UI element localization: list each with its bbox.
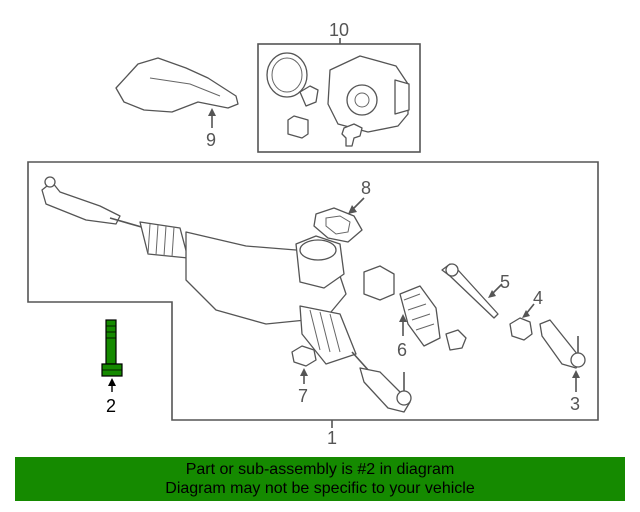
arrow-6 <box>399 314 407 322</box>
leader-5 <box>491 283 503 295</box>
callout-3[interactable]: 3 <box>570 394 580 414</box>
right-boot-ribs <box>309 309 341 353</box>
left-tie-rod <box>109 217 146 229</box>
callout-2[interactable]: 2 <box>106 396 116 416</box>
arrow-8 <box>348 205 357 214</box>
boot-6-ribs <box>403 293 435 331</box>
frame-1 <box>27 161 599 421</box>
boot-part-6 <box>399 285 441 347</box>
callout-8[interactable]: 8 <box>361 178 371 198</box>
motor-bolt <box>341 123 363 147</box>
bracket-part <box>287 115 309 139</box>
boot-clamp <box>363 265 395 301</box>
bolt-part-2[interactable] <box>101 319 123 377</box>
right-boot <box>299 305 357 365</box>
left-boot-ribs <box>147 223 175 258</box>
right-tie-rod <box>351 351 371 373</box>
arrow-3 <box>572 370 580 378</box>
motor-hub <box>346 84 378 116</box>
tie-rod-end-3-ball <box>570 352 586 368</box>
bolt-shank <box>105 319 117 365</box>
arrow-4 <box>522 310 530 318</box>
callout-6[interactable]: 6 <box>397 340 407 360</box>
boot-6-clamp <box>445 329 467 351</box>
seal-ring-inner <box>271 57 303 93</box>
banner-line-1: Part or sub-assembly is #2 in diagram <box>185 461 455 478</box>
clip-part <box>299 85 319 107</box>
seal-ring <box>266 52 308 98</box>
left-ball-joint <box>44 176 56 188</box>
frame-10 <box>257 43 421 153</box>
pinion-top <box>299 239 337 261</box>
parts-diagram: 10 9 1 8 6 <box>27 20 599 448</box>
grommet-part-8 <box>313 207 363 243</box>
left-tie-rod-end <box>41 181 121 225</box>
callout-10[interactable]: 10 <box>329 20 349 40</box>
callout-1[interactable]: 1 <box>327 428 337 448</box>
inner-tie-rod-ball <box>445 263 459 277</box>
lower-ball-joint <box>396 390 412 406</box>
callout-7[interactable]: 7 <box>298 386 308 406</box>
banner-line-2: Diagram may not be specific to your vehi… <box>165 480 475 497</box>
callout-9[interactable]: 9 <box>206 130 216 150</box>
callout-5[interactable]: 5 <box>500 272 510 292</box>
nut-part-4 <box>509 317 533 341</box>
arrow-5 <box>488 290 496 298</box>
arrow-9 <box>208 108 216 116</box>
nut-part-7 <box>291 345 317 367</box>
arrow-2 <box>108 378 116 386</box>
motor-connector <box>394 79 410 115</box>
cover-detail <box>149 77 221 97</box>
callout-4[interactable]: 4 <box>533 288 543 308</box>
grommet-inner <box>325 215 351 235</box>
info-banner: Part or sub-assembly is #2 in diagram Di… <box>15 457 625 501</box>
arrow-7 <box>300 368 308 376</box>
cover-part-9 <box>115 57 239 113</box>
motor-hub-inner <box>354 92 370 108</box>
